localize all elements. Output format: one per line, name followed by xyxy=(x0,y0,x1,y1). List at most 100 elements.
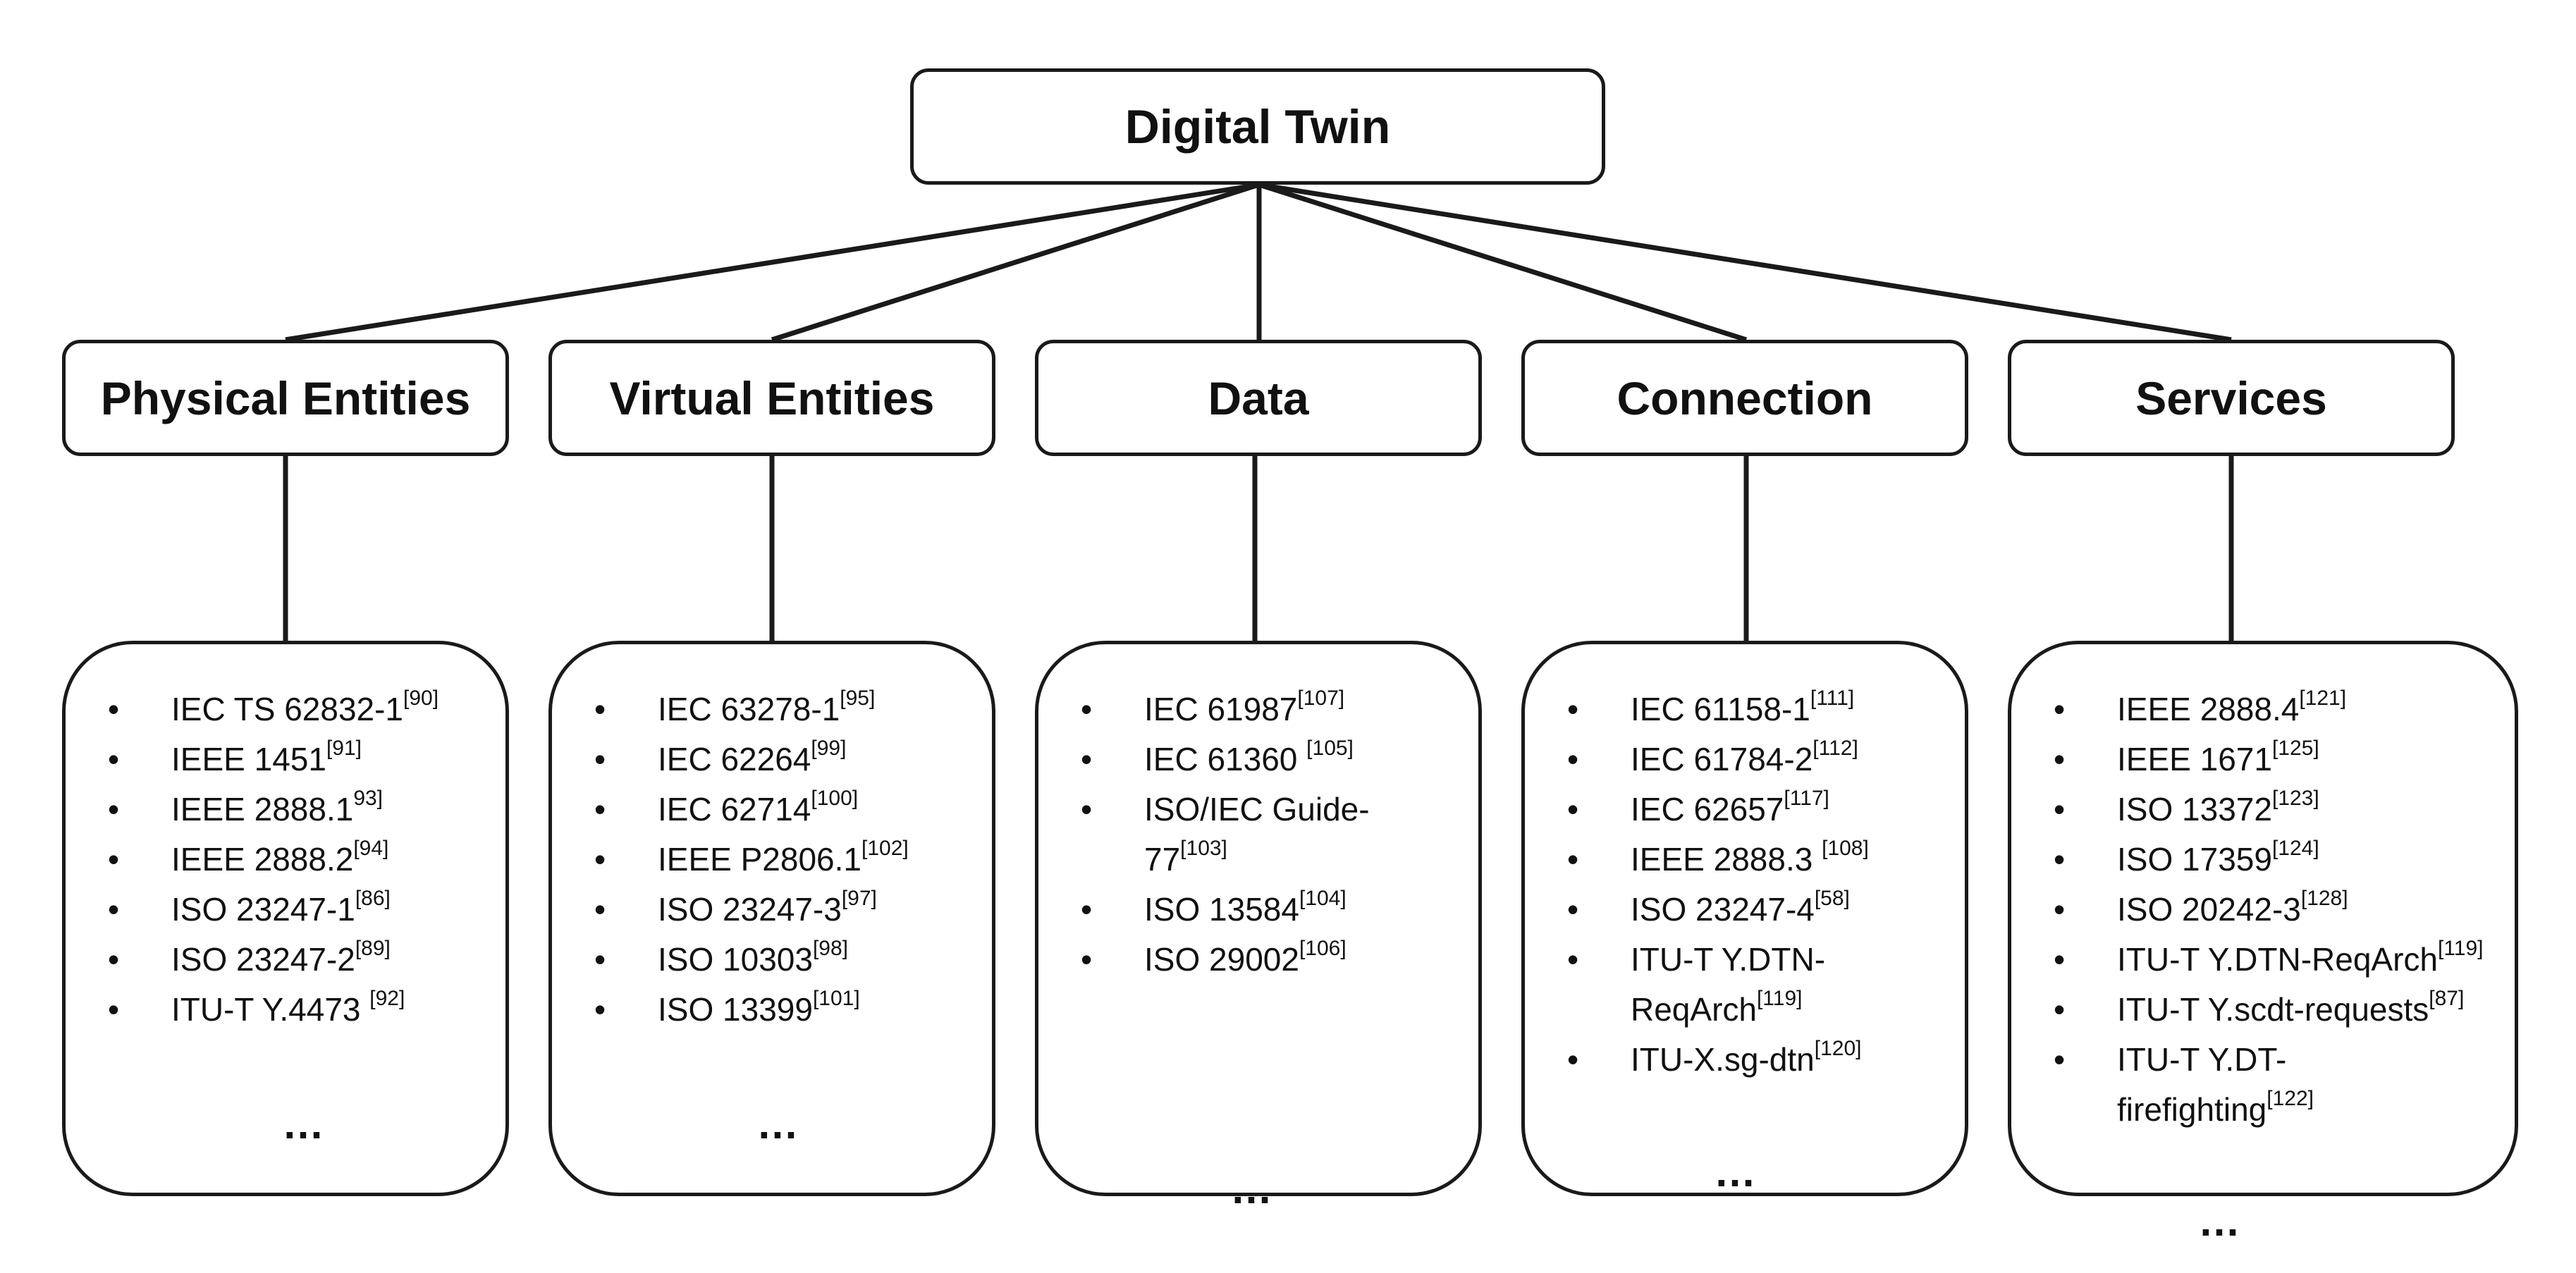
services-label: Services xyxy=(2135,371,2327,424)
reference-citation: [98] xyxy=(812,937,848,960)
reference-citation: [102] xyxy=(861,837,909,860)
bullet-icon: • xyxy=(2054,691,2066,727)
bullet-icon: • xyxy=(594,791,606,828)
standard-item: •IEC 63278-1[95] xyxy=(552,684,978,734)
reference-citation: 93] xyxy=(353,787,384,810)
arrow-to-services xyxy=(1258,182,2232,343)
bullet-icon: • xyxy=(108,791,120,828)
bullet-icon: • xyxy=(2054,841,2066,878)
reference-citation: [112] xyxy=(1813,737,1858,760)
reference-citation: [100] xyxy=(811,787,859,810)
physical-entities-standards-box: • IEC TS 62832-1[90] •IEEE 1451[91] • IEEE 2… xyxy=(62,641,509,1196)
standard-name: IEEE 2888.4 xyxy=(2117,691,2300,727)
reference-citation: [107] xyxy=(1297,687,1345,710)
standard-name-continued: ReqArch xyxy=(1631,991,1757,1028)
digital-twin-node: Digital Twin xyxy=(910,68,1605,185)
reference-citation: [58] xyxy=(1814,887,1850,910)
standard-item: •ITU-T Y.scdt-requests[87] xyxy=(2011,985,2501,1035)
standard-name: IEC 62714 xyxy=(658,791,811,828)
bullet-icon: • xyxy=(594,891,606,928)
standard-name: ISO/IEC Guide- xyxy=(1144,791,1370,828)
standard-name: IEEE 2888.1 xyxy=(171,791,354,828)
standard-item: •IEC 61158-1[111] xyxy=(1525,684,1951,734)
connection-more: … xyxy=(1714,1148,1760,1195)
standard-item: •ISO 13399[101] xyxy=(552,985,978,1035)
standard-name: IEC TS 62832-1 xyxy=(171,691,404,727)
bullet-icon: • xyxy=(1081,791,1093,828)
connection-standards-list: •IEC 61158-1[111]•IEC 61784-2[112]•IEC 6… xyxy=(1525,684,1951,1085)
standard-item: • ITU-T Y.DTN-ReqArch[119] xyxy=(2011,935,2501,985)
standard-name: ISO 10303 xyxy=(658,941,813,978)
standard-name: ITU-T Y.DTN-ReqArch xyxy=(2117,941,2438,978)
bullet-icon: • xyxy=(594,991,606,1028)
standard-item: •ISO 29002[106] xyxy=(1038,935,1464,985)
standard-item: •ISO 23247-1[86] xyxy=(66,885,491,935)
reference-citation: [128] xyxy=(2300,887,2348,910)
standard-name: ISO 13584 xyxy=(1144,891,1299,928)
standard-name: ISO 13372 xyxy=(2117,791,2272,828)
standard-item: • IEEE 2888.193] xyxy=(66,785,491,835)
standard-name: IEEE 1671 xyxy=(2117,741,2272,777)
bullet-icon: • xyxy=(2054,941,2066,978)
services-node: Services xyxy=(2008,340,2455,456)
standard-item: •ITU-T Y.DT-firefighting[122] xyxy=(2011,1035,2501,1135)
bullet-icon: • xyxy=(1567,791,1579,828)
reference-citation: [106] xyxy=(1299,937,1347,960)
standard-item: •ISO 13372[123] xyxy=(2011,785,2501,835)
reference-citation: [89] xyxy=(355,937,391,960)
physical-entities-more: … xyxy=(282,1100,329,1148)
standard-item: •IEC 62264[99] xyxy=(552,734,978,785)
standard-name-continued: firefighting xyxy=(2117,1091,2267,1128)
virtual-entities-more: … xyxy=(756,1100,803,1148)
standard-item: • IEC 62714[100] xyxy=(552,785,978,835)
standard-item: • IEC TS 62832-1[90] xyxy=(66,684,491,734)
data-label: Data xyxy=(1208,371,1309,424)
standard-item: •ISO 23247-3[97] xyxy=(552,885,978,935)
standard-item: • IEC 61360 [105] xyxy=(1038,734,1464,785)
connection-standards-box: •IEC 61158-1[111]•IEC 61784-2[112]•IEC 6… xyxy=(1521,641,1968,1196)
bullet-icon: • xyxy=(1567,741,1579,777)
bullet-icon: • xyxy=(108,941,120,978)
virtual-entities-standards-box: •IEC 63278-1[95]•IEC 62264[99] • IEC 62714… xyxy=(548,641,995,1196)
standard-name: IEC 61158-1 xyxy=(1631,691,1810,727)
standard-item: •ITU-T Y.4473 [92] xyxy=(66,985,491,1035)
reference-citation: [125] xyxy=(2271,737,2319,760)
standard-name: ISO 20242-3 xyxy=(2117,891,2301,928)
reference-citation: [90] xyxy=(403,687,439,710)
bullet-icon: • xyxy=(1081,891,1093,928)
reference-citation: [120] xyxy=(1814,1037,1862,1060)
bullet-icon: • xyxy=(1081,741,1093,777)
bullet-icon: • xyxy=(594,841,606,878)
standard-item: •ISO/IEC Guide-77[103] xyxy=(1038,785,1464,885)
services-more: … xyxy=(2198,1198,2245,1245)
standard-name: IEC 62657 xyxy=(1631,791,1784,828)
reference-citation: [124] xyxy=(2271,837,2319,860)
reference-citation: [99] xyxy=(811,737,847,760)
bullet-icon: • xyxy=(2054,991,2066,1028)
standard-name: IEEE P2806.1 xyxy=(658,841,861,878)
bullet-icon: • xyxy=(108,691,120,727)
standard-name: IEC 63278-1 xyxy=(658,691,840,727)
reference-citation: [105] xyxy=(1306,737,1354,760)
standard-name: IEEE 1451 xyxy=(171,741,326,777)
arrow-to-connection xyxy=(1258,182,1748,343)
standard-name: IEC 61360 xyxy=(1144,741,1307,777)
arrow-to-virtual-entities xyxy=(771,182,1261,343)
reference-citation: [121] xyxy=(2299,687,2347,710)
reference-citation: [103] xyxy=(1180,837,1227,860)
standard-item: •ISO 23247-2[89] xyxy=(66,935,491,985)
standard-name: ISO 23247-3 xyxy=(658,891,842,928)
standard-name: ITU-T Y.4473 xyxy=(171,991,370,1028)
standard-name: IEC 61784-2 xyxy=(1631,741,1813,777)
standard-item: •IEEE 1451[91] xyxy=(66,734,491,785)
reference-citation: [117] xyxy=(1784,787,1829,810)
standard-name: ITU-T Y.scdt-requests xyxy=(2117,991,2429,1028)
virtual-entities-label: Virtual Entities xyxy=(609,371,935,424)
bullet-icon: • xyxy=(108,841,120,878)
reference-citation: [119] xyxy=(2438,937,2484,960)
standard-name: ITU-T Y.DTN- xyxy=(1631,941,1826,978)
standard-name: ISO 13399 xyxy=(658,991,813,1028)
reference-citation: [111] xyxy=(1810,687,1855,710)
data-node: Data xyxy=(1035,340,1482,456)
